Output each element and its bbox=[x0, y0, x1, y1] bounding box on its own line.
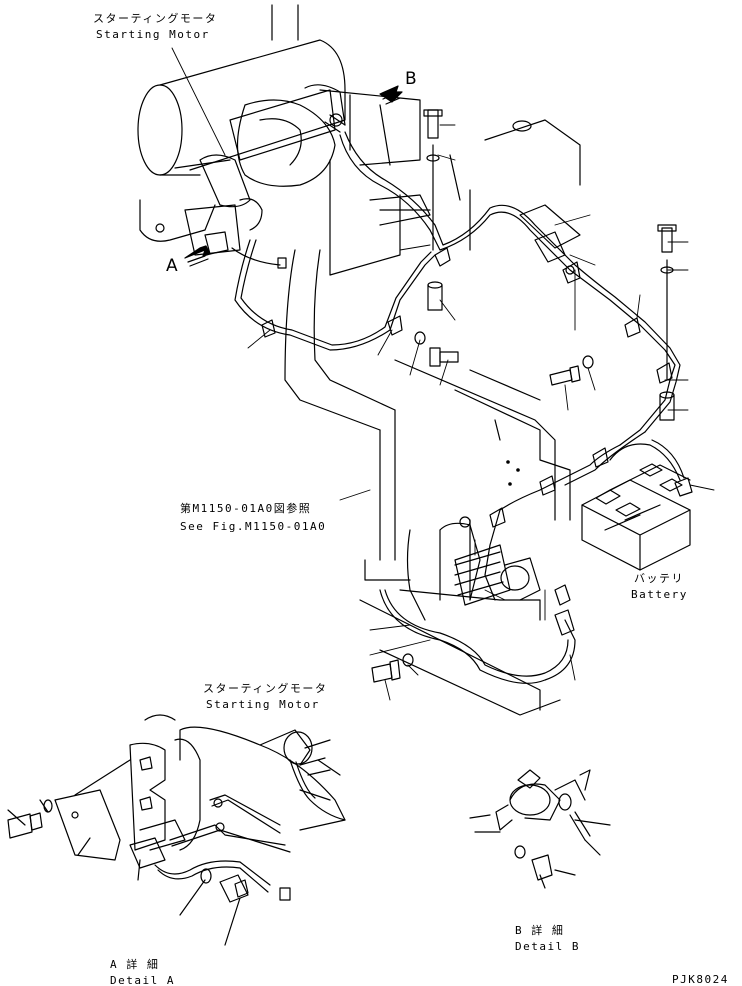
detail-starting-motor-label-en: Starting Motor bbox=[206, 698, 320, 711]
detail-a-title-en: Detail A bbox=[110, 974, 175, 986]
leader-lines-main bbox=[171, 47, 715, 701]
view-arrow-a bbox=[184, 245, 211, 267]
detail-b-drawing bbox=[469, 769, 611, 889]
view-arrow-b bbox=[379, 85, 403, 105]
detail-starting-motor-label-jp: スターティングモータ bbox=[203, 682, 328, 695]
starting-motor-illustration bbox=[137, 4, 581, 581]
starting-motor-label-en: Starting Motor bbox=[96, 28, 210, 41]
drawing-code: PJK8024 bbox=[672, 973, 729, 986]
see-figure-label-jp: 第M1150-01A0図参照 bbox=[180, 502, 312, 515]
detail-a-drawing bbox=[7, 714, 346, 946]
detail-a-title-jp: A 詳 細 bbox=[110, 958, 160, 971]
detail-b-title-en: Detail B bbox=[515, 940, 580, 953]
battery-illustration bbox=[581, 463, 693, 571]
view-arrow-a-label: A bbox=[166, 256, 178, 276]
battery-label-en: Battery bbox=[631, 588, 688, 601]
harness-clamps bbox=[261, 204, 673, 528]
see-figure-label-en: See Fig.M1150-01A0 bbox=[180, 520, 327, 533]
starting-motor-label-jp: スターティングモータ bbox=[93, 12, 218, 25]
detail-b-title-jp: B 詳 細 bbox=[515, 924, 565, 937]
relay-block bbox=[439, 516, 575, 636]
hardware-bolts bbox=[371, 109, 677, 683]
main-wiring-harness bbox=[231, 131, 685, 716]
view-arrow-b-label: B bbox=[405, 69, 417, 89]
battery-label-jp: バッテリ bbox=[634, 572, 684, 585]
